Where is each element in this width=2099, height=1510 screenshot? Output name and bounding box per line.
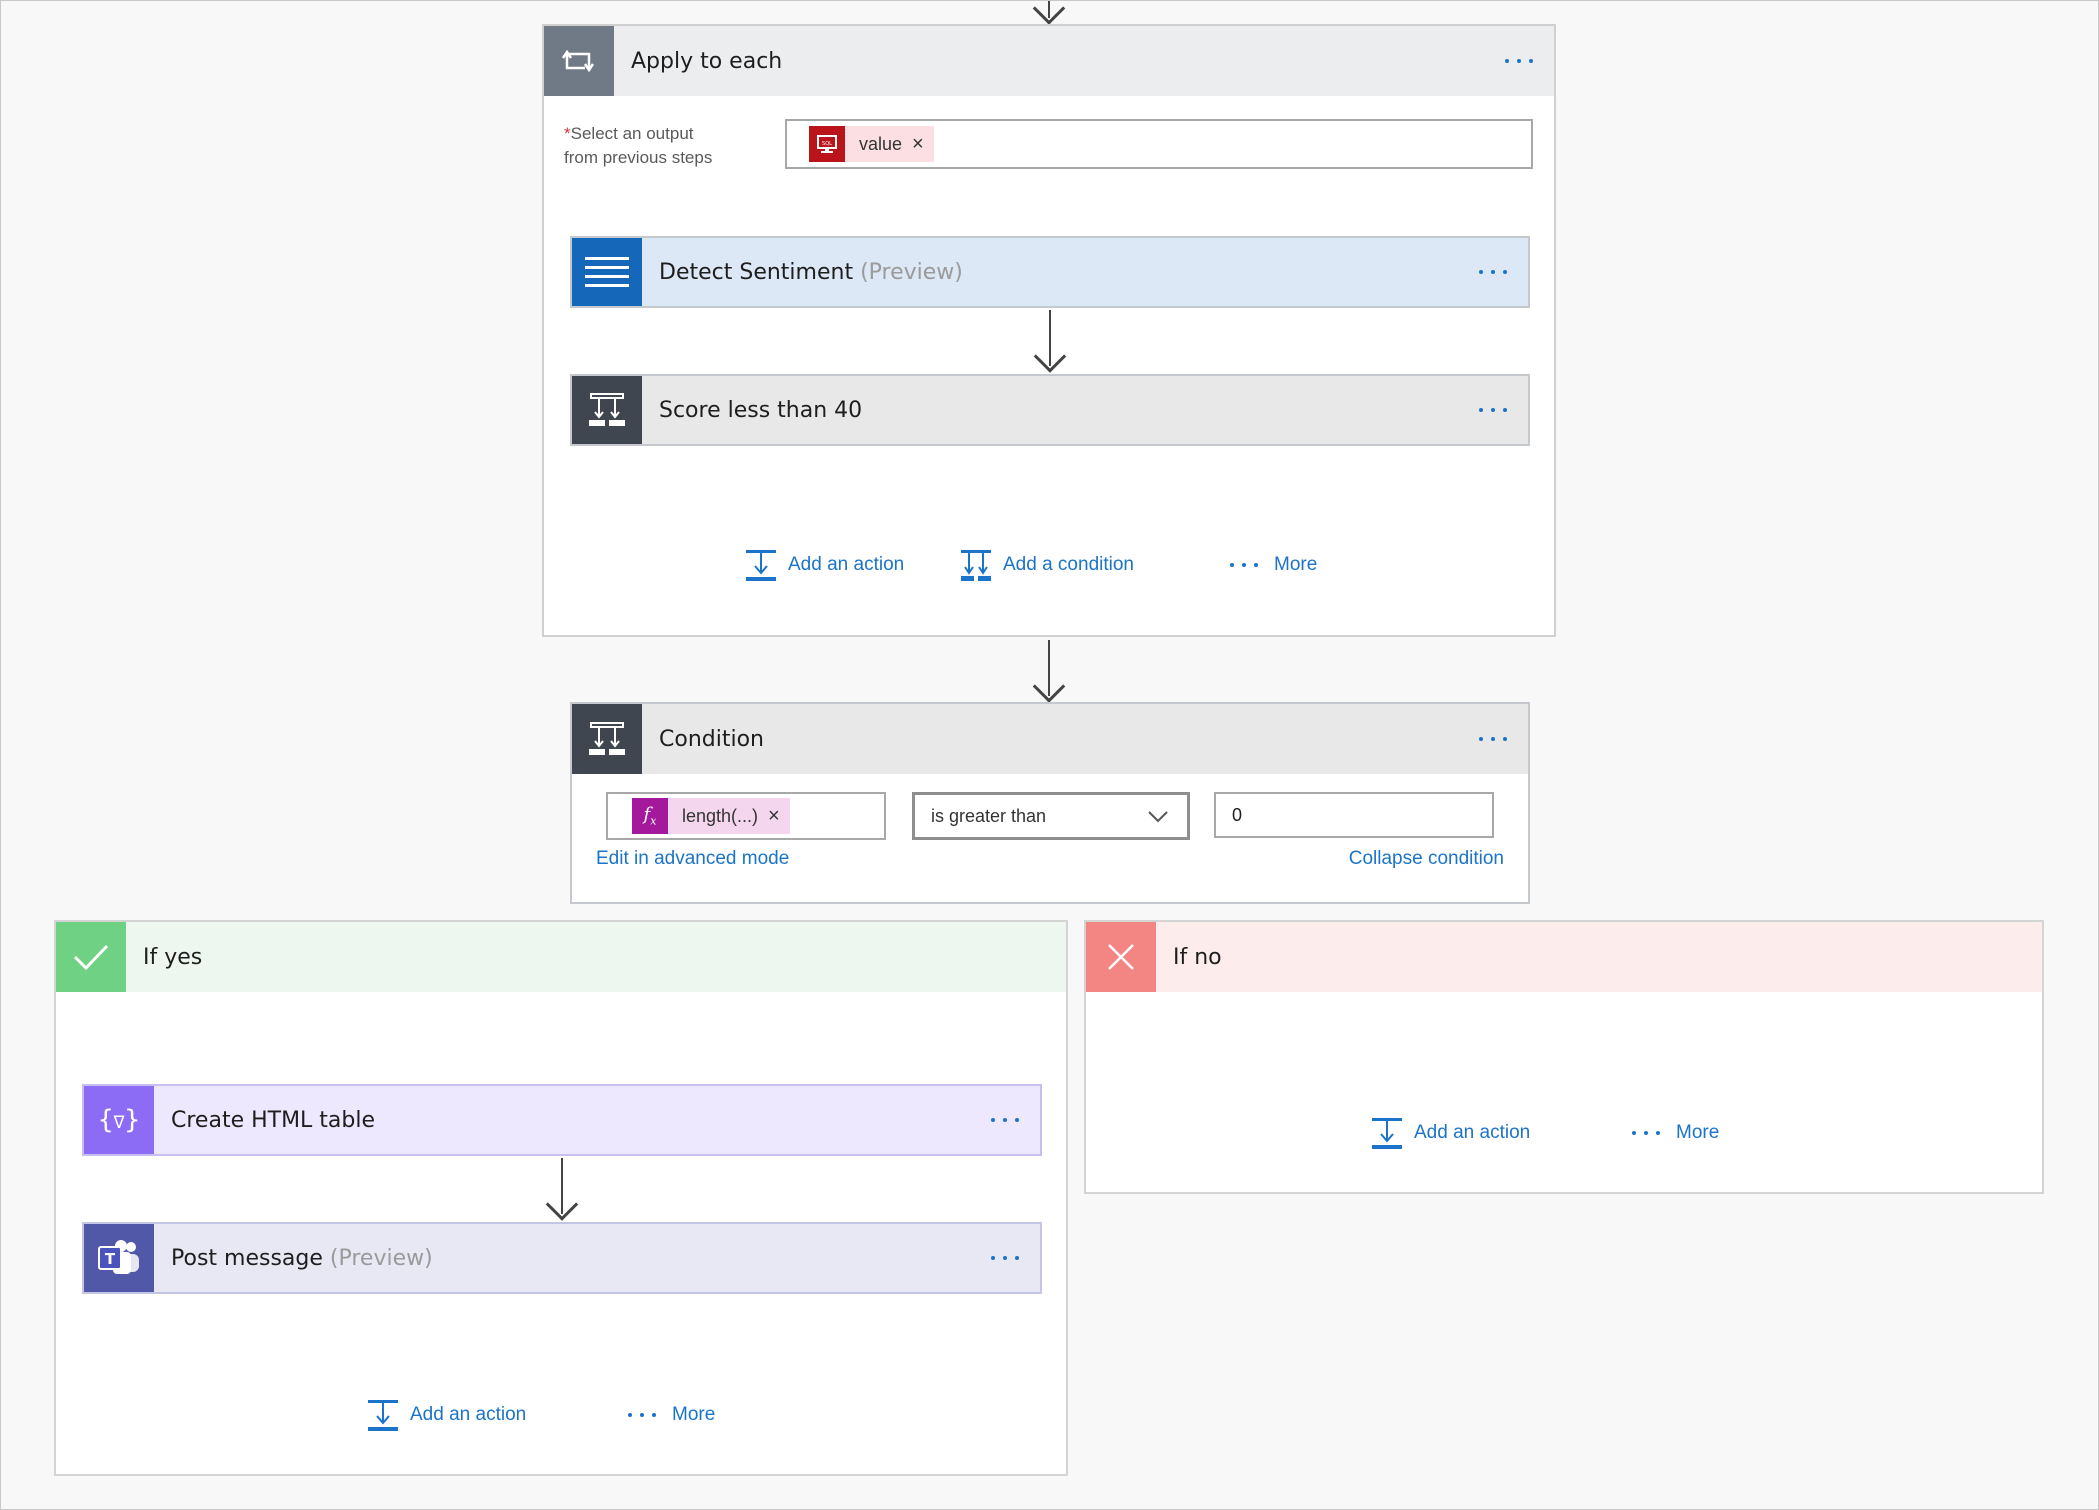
loop-more-button[interactable]: More <box>1230 548 1317 582</box>
loop-add-condition-button[interactable]: Add a condition <box>959 548 1134 582</box>
if-no-add-action-button[interactable]: Add an action <box>1370 1116 1530 1150</box>
if-yes-more-button[interactable]: More <box>628 1398 715 1432</box>
data-operations-icon: {∇} <box>84 1086 154 1154</box>
select-output-input[interactable]: SQL value × <box>785 119 1533 169</box>
apply-to-each-header[interactable]: Apply to each <box>544 26 1554 96</box>
select-output-label: *Select an output from previous steps <box>564 122 712 170</box>
post-message-title: Post message (Preview) <box>154 1246 970 1271</box>
loop-add-action-label: Add an action <box>788 554 905 575</box>
detect-sentiment-label: Detect Sentiment <box>659 259 854 285</box>
length-token-label: length(...) <box>682 805 759 826</box>
condition-icon <box>572 376 642 444</box>
value-token-remove[interactable]: × <box>912 132 924 155</box>
add-action-icon <box>746 550 776 581</box>
chevron-down-icon <box>1148 811 1168 823</box>
edit-advanced-mode-label: Edit in advanced mode <box>596 848 790 869</box>
connector-arrow-condition <box>1048 640 1050 696</box>
post-message-menu-button[interactable] <box>970 1223 1040 1293</box>
value-token[interactable]: SQL value × <box>809 126 934 162</box>
detect-sentiment-preview: (Preview) <box>860 259 963 285</box>
score-condition-title: Score less than 40 <box>659 397 863 423</box>
connector-arrow-html <box>561 1158 563 1214</box>
length-token-remove[interactable]: × <box>768 804 780 827</box>
condition-operator-value: is greater than <box>931 805 1047 826</box>
svg-text:SQL: SQL <box>822 141 832 147</box>
connector-arrow-sentiment <box>1049 310 1051 366</box>
select-output-label-line1: Select an output <box>570 124 694 143</box>
if-no-add-action-label: Add an action <box>1414 1122 1531 1143</box>
collapse-condition-label: Collapse condition <box>1348 848 1504 869</box>
detect-sentiment-card[interactable]: Detect Sentiment (Preview) <box>570 236 1530 308</box>
condition-operator-select[interactable]: is greater than <box>912 792 1190 840</box>
text-lines-icon <box>572 238 642 306</box>
post-message-card[interactable]: T Post message (Preview) <box>82 1222 1042 1294</box>
loop-more-label: More <box>1274 554 1318 575</box>
condition-left-operand[interactable]: fx length(...) × <box>606 792 886 840</box>
collapse-condition-link[interactable]: Collapse condition <box>1349 848 1504 870</box>
condition-menu-button[interactable] <box>1458 704 1528 774</box>
if-yes-add-action-label: Add an action <box>410 1404 527 1425</box>
loop-add-condition-label: Add a condition <box>1003 554 1134 575</box>
apply-to-each-container: Apply to each *Select an output from pre… <box>542 24 1556 637</box>
condition-header[interactable]: Condition <box>572 704 1528 774</box>
if-yes-title: If yes <box>143 944 203 970</box>
if-no-title: If no <box>1173 944 1222 970</box>
condition-right-value: 0 <box>1232 804 1243 825</box>
more-dots-icon <box>1632 1131 1660 1135</box>
if-no-more-label: More <box>1676 1122 1720 1143</box>
value-token-label: value <box>859 133 903 154</box>
edit-advanced-mode-link[interactable]: Edit in advanced mode <box>596 848 789 870</box>
score-condition-card[interactable]: Score less than 40 <box>570 374 1530 446</box>
create-html-table-card[interactable]: {∇} Create HTML table <box>82 1084 1042 1156</box>
if-yes-add-action-button[interactable]: Add an action <box>366 1398 526 1432</box>
if-yes-header[interactable]: If yes <box>56 922 1066 992</box>
loop-add-action-button[interactable]: Add an action <box>744 548 904 582</box>
detect-sentiment-title: Detect Sentiment (Preview) <box>642 260 1458 285</box>
close-icon <box>1086 922 1156 992</box>
if-yes-branch: If yes {∇} Create HTML table T <box>54 920 1068 1476</box>
condition-right-operand[interactable]: 0 <box>1214 792 1494 838</box>
svg-text:T: T <box>105 1250 116 1268</box>
post-message-preview: (Preview) <box>329 1245 433 1271</box>
sql-icon: SQL <box>809 126 845 162</box>
add-condition-icon <box>961 550 991 581</box>
apply-to-each-menu-button[interactable] <box>1484 26 1554 96</box>
if-no-header[interactable]: If no <box>1086 922 2042 992</box>
condition-title: Condition <box>659 726 764 752</box>
length-token[interactable]: fx length(...) × <box>632 798 790 834</box>
post-message-label: Post message <box>171 1245 323 1271</box>
checkmark-icon <box>56 922 126 992</box>
create-html-table-menu-button[interactable] <box>970 1085 1040 1155</box>
select-output-label-line2: from previous steps <box>564 148 713 167</box>
connector-arrow-top <box>1048 0 1050 18</box>
condition-container: Condition fx length(...) × is greater th… <box>570 702 1530 904</box>
detect-sentiment-menu-button[interactable] <box>1458 237 1528 307</box>
loop-icon <box>544 26 614 96</box>
add-action-icon <box>368 1400 398 1431</box>
if-no-branch: If no Add an action More <box>1084 920 2044 1194</box>
condition-icon <box>572 704 642 774</box>
create-html-table-title: Create HTML table <box>171 1107 376 1133</box>
if-no-more-button[interactable]: More <box>1632 1116 1719 1150</box>
fx-icon: fx <box>632 798 668 834</box>
apply-to-each-title: Apply to each <box>631 48 783 74</box>
teams-icon: T <box>84 1224 154 1292</box>
score-condition-menu-button[interactable] <box>1458 375 1528 445</box>
if-yes-more-label: More <box>672 1404 716 1425</box>
add-action-icon <box>1372 1118 1402 1149</box>
more-dots-icon <box>1230 563 1258 567</box>
more-dots-icon <box>628 1413 656 1417</box>
required-marker: * <box>564 124 571 143</box>
